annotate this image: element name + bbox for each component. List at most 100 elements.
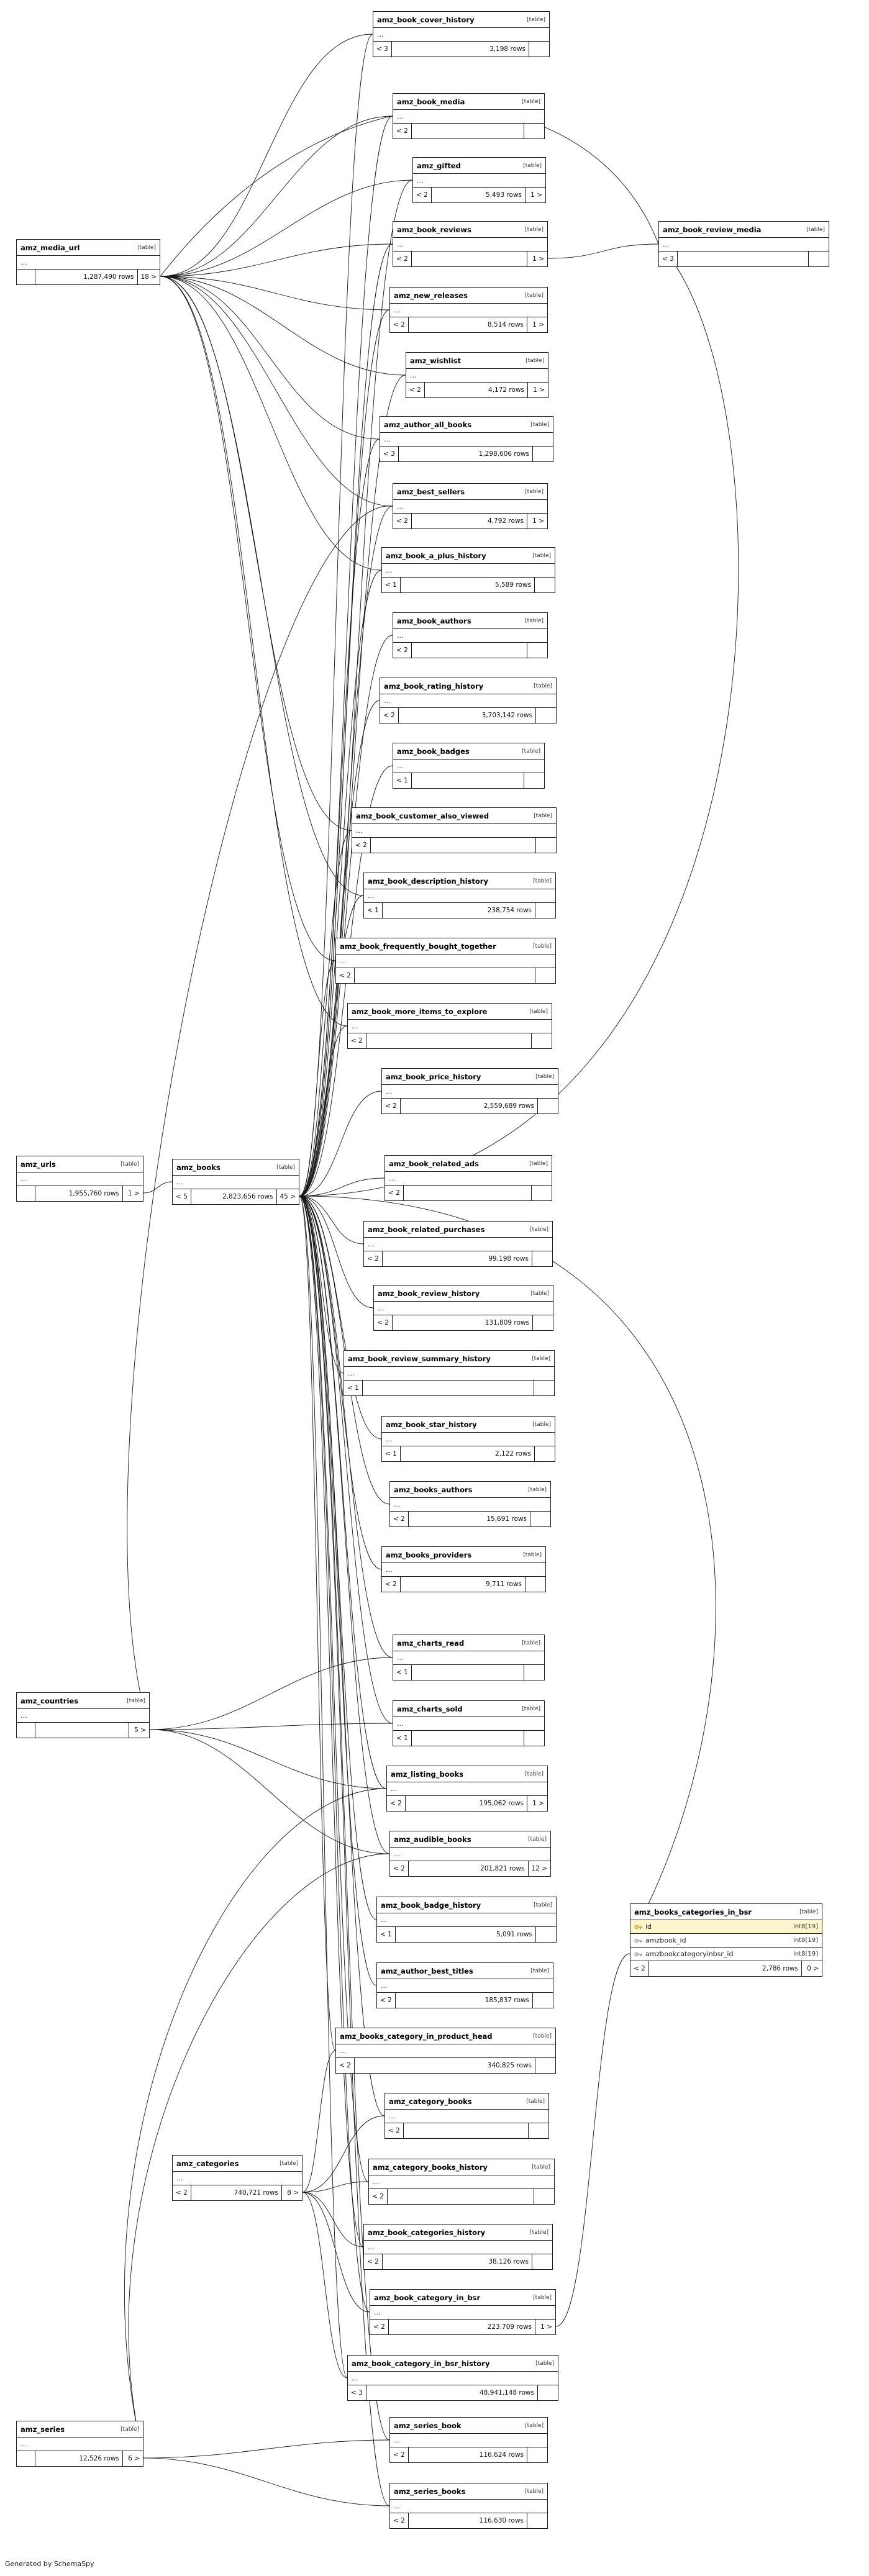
fk-count: < 2 <box>413 188 432 202</box>
table-name[interactable]: amz_book_category_in_bsr <box>374 2293 481 2302</box>
table-node-amz_book_media[interactable]: amz_book_media[table]...< 2 <box>393 93 545 139</box>
table-node-amz_books_category_in_product_head[interactable]: amz_books_category_in_product_head[table… <box>335 2028 556 2074</box>
table-name[interactable]: amz_books_categories_in_bsr <box>634 1907 752 1916</box>
table-name[interactable]: amz_best_sellers <box>397 487 465 496</box>
table-name[interactable]: amz_book_badges <box>397 746 470 756</box>
table-name[interactable]: amz_charts_read <box>397 1638 465 1648</box>
table-name[interactable]: amz_wishlist <box>410 356 462 365</box>
table-name[interactable]: amz_series_books <box>394 2487 466 2496</box>
table-name[interactable]: amz_book_categories_history <box>368 2228 486 2237</box>
table-node-amz_book_customer_also_viewed[interactable]: amz_book_customer_also_viewed[table]...<… <box>352 807 557 853</box>
table-node-amz_book_category_in_bsr_history[interactable]: amz_book_category_in_bsr_history[table].… <box>347 2355 558 2401</box>
table-name[interactable]: amz_media_url <box>20 243 80 252</box>
table-name[interactable]: amz_book_related_purchases <box>368 1225 485 1234</box>
table-node-amz_book_review_summary_history[interactable]: amz_book_review_summary_history[table]..… <box>344 1350 555 1396</box>
table-node-amz_book_authors[interactable]: amz_book_authors[table]...< 2 <box>393 612 548 658</box>
table-name[interactable]: amz_books <box>176 1163 221 1172</box>
table-name[interactable]: amz_book_more_items_to_explore <box>352 1007 488 1016</box>
table-name[interactable]: amz_categories <box>176 2159 239 2168</box>
table-name[interactable]: amz_book_description_history <box>368 876 488 886</box>
table-name[interactable]: amz_gifted <box>417 161 461 170</box>
table-name[interactable]: amz_series_book <box>394 2421 462 2430</box>
table-name[interactable]: amz_book_review_history <box>378 1289 480 1298</box>
table-name[interactable]: amz_book_badge_history <box>381 1900 481 1910</box>
table-node-amz_charts_read[interactable]: amz_charts_read[table]...< 1 <box>393 1635 545 1680</box>
table-name[interactable]: amz_category_books_history <box>373 2162 488 2172</box>
table-name[interactable]: amz_urls <box>20 1159 56 1169</box>
table-node-amz_book_frequently_bought_together[interactable]: amz_book_frequently_bought_together[tabl… <box>335 938 556 984</box>
table-name[interactable]: amz_book_star_history <box>386 1420 477 1429</box>
table-name[interactable]: amz_series <box>20 2424 65 2434</box>
table-name[interactable]: amz_book_customer_also_viewed <box>356 811 489 820</box>
table-name[interactable]: amz_books_providers <box>386 1550 472 1559</box>
table-tag: [table] <box>527 16 545 23</box>
table-name[interactable]: amz_book_review_summary_history <box>348 1354 491 1363</box>
table-name[interactable]: amz_book_rating_history <box>384 681 484 691</box>
table-name[interactable]: amz_book_reviews <box>397 225 471 234</box>
table-node-amz_book_categories_history[interactable]: amz_book_categories_history[table]...< 2… <box>363 2224 553 2270</box>
table-name[interactable]: amz_audible_books <box>394 1834 471 1844</box>
table-name[interactable]: amz_author_all_books <box>384 420 472 429</box>
table-name[interactable]: amz_book_review_media <box>663 225 762 234</box>
table-node-amz_book_related_ads[interactable]: amz_book_related_ads[table]...< 2 <box>384 1155 552 1201</box>
table-name[interactable]: amz_charts_sold <box>397 1704 463 1713</box>
table-name[interactable]: amz_new_releases <box>394 291 468 300</box>
table-name[interactable]: amz_book_cover_history <box>377 15 475 24</box>
table-node-amz_book_description_history[interactable]: amz_book_description_history[table]...< … <box>363 873 556 918</box>
table-name[interactable]: amz_book_related_ads <box>389 1159 479 1168</box>
table-node-amz_book_review_media[interactable]: amz_book_review_media[table]...< 3 <box>658 221 829 267</box>
table-name[interactable]: amz_book_category_in_bsr_history <box>352 2359 490 2368</box>
table-name[interactable]: amz_category_books <box>389 2097 472 2106</box>
table-name[interactable]: amz_books_authors <box>394 1485 473 1494</box>
table-node-amz_category_books_history[interactable]: amz_category_books_history[table]...< 2 <box>368 2159 555 2205</box>
table-name[interactable]: amz_books_category_in_product_head <box>340 2031 493 2041</box>
table-name[interactable]: amz_listing_books <box>391 1769 464 1779</box>
table-name[interactable]: amz_author_best_titles <box>381 1966 473 1975</box>
table-name[interactable]: amz_book_authors <box>397 616 471 625</box>
table-name[interactable]: amz_countries <box>20 1696 79 1705</box>
table-name[interactable]: amz_book_media <box>397 97 465 106</box>
table-node-amz_book_more_items_to_explore[interactable]: amz_book_more_items_to_explore[table]...… <box>347 1003 552 1049</box>
table-node-amz_countries[interactable]: amz_countries[table]...5 > <box>16 1692 150 1738</box>
relationship-edge <box>160 276 406 376</box>
table-node-amz_book_badges[interactable]: amz_book_badges[table]...< 1 <box>393 743 545 789</box>
relationship-edge <box>149 1729 387 1789</box>
table-name[interactable]: amz_book_a_plus_history <box>386 551 486 560</box>
table-name[interactable]: amz_book_frequently_bought_together <box>340 941 496 951</box>
table-node-amz_charts_sold[interactable]: amz_charts_sold[table]...< 1 <box>393 1700 545 1746</box>
table-name[interactable]: amz_book_price_history <box>386 1072 481 1081</box>
table-node-amz_category_books[interactable]: amz_category_books[table]...< 2 <box>384 2093 549 2139</box>
